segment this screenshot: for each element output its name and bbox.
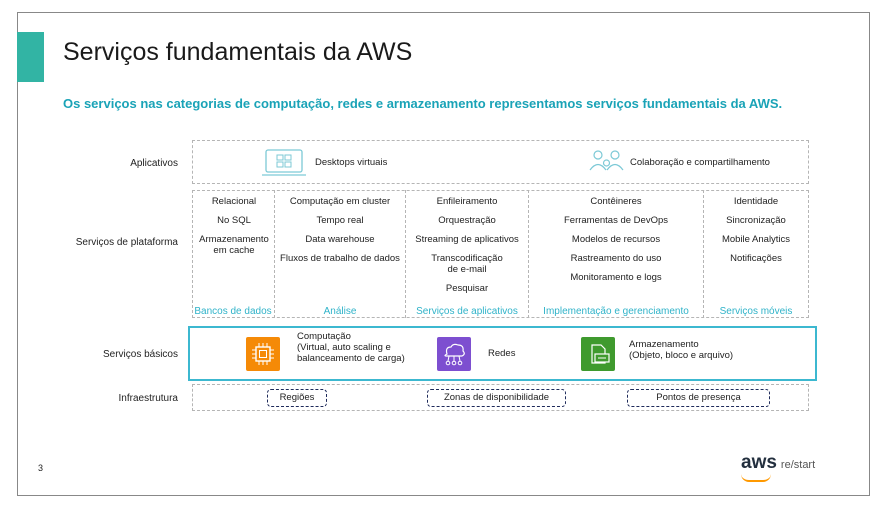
storage-desc: (Objeto, bloco e arquivo) bbox=[629, 350, 734, 361]
pops-pill: Pontos de presença bbox=[627, 389, 770, 407]
list-item: Orquestração bbox=[438, 215, 496, 226]
category-analytics: Análise bbox=[323, 306, 357, 317]
list-item: Pesquisar bbox=[445, 283, 489, 294]
storage-text: Armazenamento (Objeto, bloco e arquivo) bbox=[629, 339, 779, 361]
list-item: Rastreamento do uso bbox=[570, 253, 662, 264]
virtual-desktop-icon bbox=[262, 149, 306, 176]
title-accent-bar bbox=[17, 32, 44, 82]
category-db: Bancos de dados bbox=[194, 306, 272, 317]
list-item: Notificações bbox=[730, 253, 782, 264]
list-item: Contêineres bbox=[590, 196, 642, 207]
list-item: Enfileiramento bbox=[436, 196, 498, 207]
storage-icon bbox=[581, 337, 615, 371]
slide-subtitle: Os serviços nas categorias de computação… bbox=[63, 96, 783, 111]
list-item: Computação em cluster bbox=[289, 196, 391, 207]
list-item: No SQL bbox=[217, 215, 251, 226]
logo-brand: aws bbox=[741, 452, 777, 473]
deploy-column: Contêineres Ferramentas de DevOps Modelo… bbox=[530, 196, 702, 291]
appsvc-column: Enfileiramento Orquestração Streaming de… bbox=[407, 196, 527, 302]
compute-icon bbox=[246, 337, 280, 371]
network-text: Redes bbox=[488, 348, 516, 359]
infrastructure-row bbox=[192, 384, 809, 411]
applications-row bbox=[192, 140, 809, 184]
zones-pill: Zonas de disponibilidade bbox=[427, 389, 566, 407]
platform-services-box bbox=[192, 190, 809, 318]
list-item: Mobile Analytics bbox=[721, 234, 791, 245]
row-label-infra: Infraestrutura bbox=[118, 393, 178, 404]
collab-label: Colaboração e compartilhamento bbox=[630, 157, 770, 168]
list-item: Armazenamento em cache bbox=[199, 234, 269, 256]
aws-smile-icon bbox=[741, 474, 771, 482]
compute-title: Computação bbox=[297, 331, 351, 342]
compute-desc: (Virtual, auto scaling e balanceamento d… bbox=[297, 342, 405, 364]
slide-frame bbox=[17, 12, 870, 496]
list-item: Modelos de recursos bbox=[571, 234, 661, 245]
slide-title: Serviços fundamentais da AWS bbox=[63, 38, 413, 66]
list-item: Identidade bbox=[733, 196, 779, 207]
compute-text: Computação (Virtual, auto scaling e bala… bbox=[297, 331, 407, 364]
basic-services-box bbox=[188, 326, 817, 381]
mobile-column: Identidade Sincronização Mobile Analytic… bbox=[705, 196, 807, 272]
logo-suffix: re/start bbox=[780, 459, 816, 471]
list-item: Monitoramento e logs bbox=[570, 272, 662, 283]
regions-pill: Regiões bbox=[267, 389, 327, 407]
list-item: Ferramentas de DevOps bbox=[563, 215, 668, 226]
db-column: Relacional No SQL Armazenamento em cache bbox=[194, 196, 274, 264]
list-item: Tempo real bbox=[316, 215, 364, 226]
list-item: Streaming de aplicativos bbox=[415, 234, 519, 245]
category-deploy: Implementação e gerenciamento bbox=[543, 306, 689, 317]
list-item: Relacional bbox=[211, 196, 257, 207]
row-label-apps: Aplicativos bbox=[130, 158, 178, 169]
row-label-platform: Serviços de plataforma bbox=[75, 237, 178, 248]
desktops-label: Desktops virtuais bbox=[315, 157, 388, 168]
list-item: Fluxos de trabalho de dados bbox=[280, 253, 400, 264]
list-item: Sincronização bbox=[726, 215, 786, 226]
analytics-column: Computação em cluster Tempo real Data wa… bbox=[276, 196, 404, 272]
collaboration-icon bbox=[589, 150, 624, 171]
storage-title: Armazenamento bbox=[629, 339, 699, 350]
page-number: 3 bbox=[38, 463, 44, 473]
list-item: Data warehouse bbox=[305, 234, 375, 245]
category-mobile: Serviços móveis bbox=[719, 306, 793, 317]
network-icon bbox=[437, 337, 471, 371]
list-item: Transcodificação de e-mail bbox=[431, 253, 503, 275]
category-appsvc: Serviços de aplicativos bbox=[416, 306, 518, 317]
row-label-basic: Serviços básicos bbox=[102, 349, 178, 360]
